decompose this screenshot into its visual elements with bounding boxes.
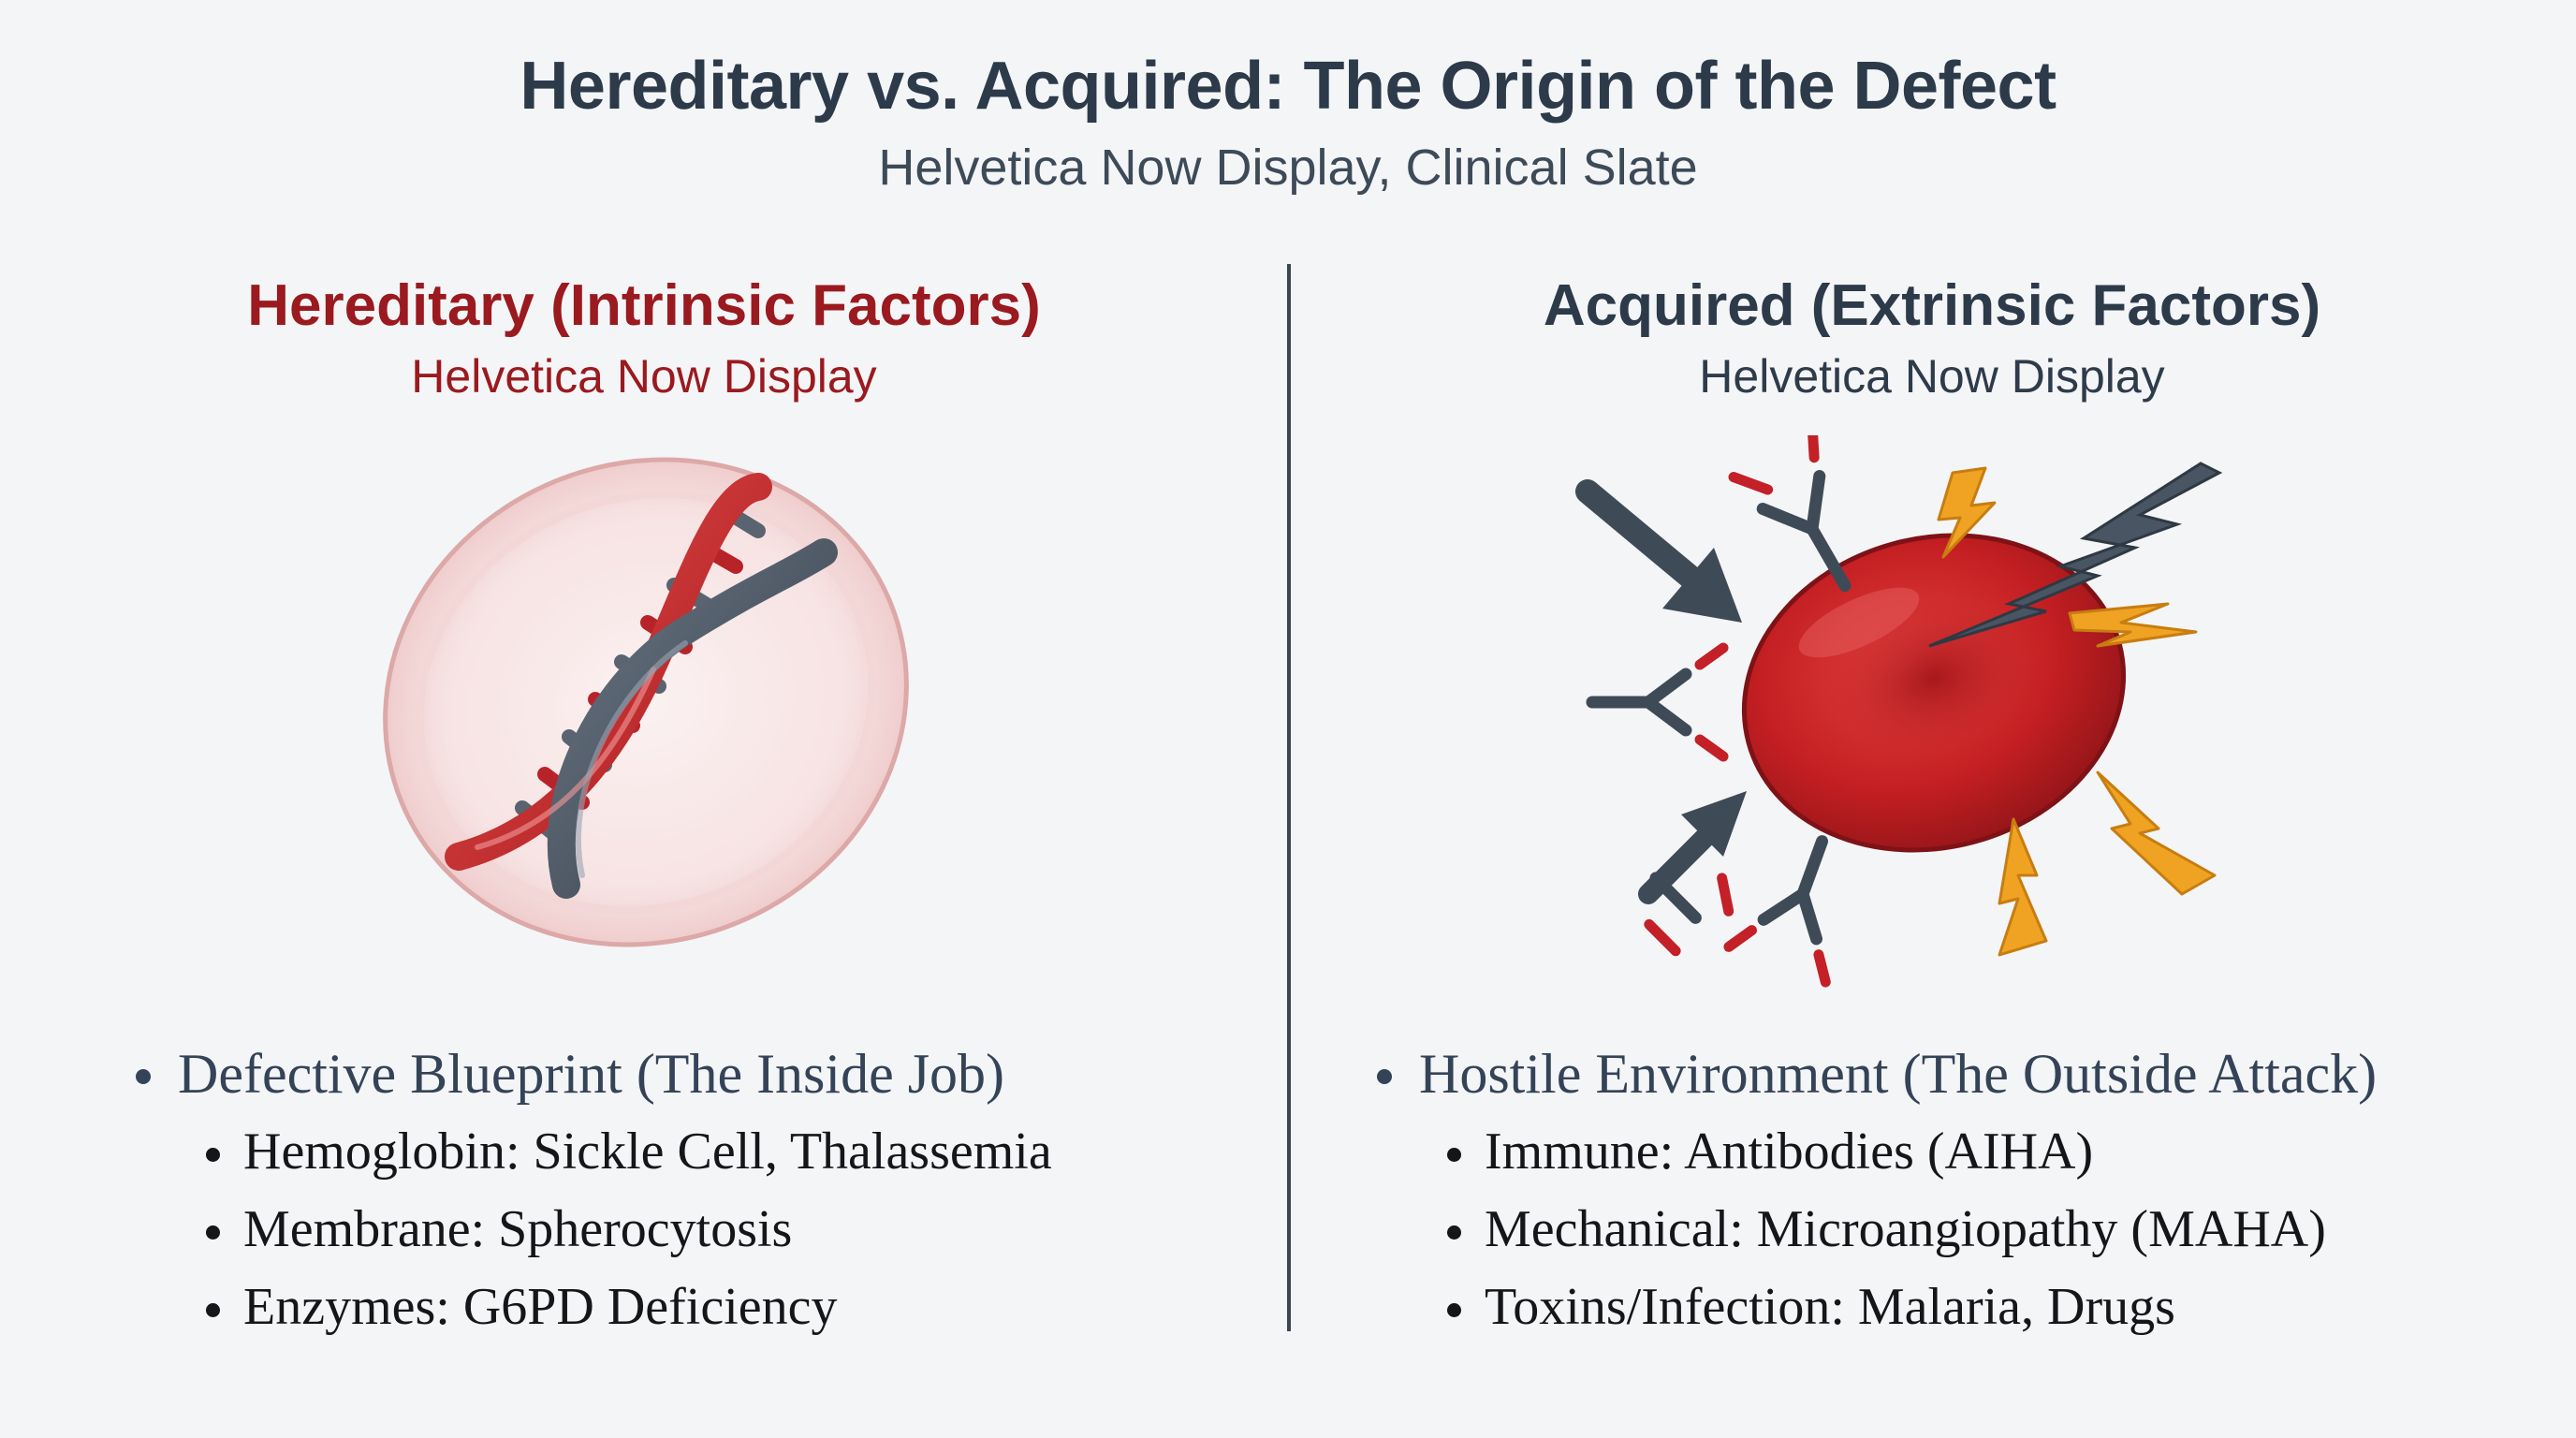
lightning-bolt-icon bbox=[2068, 602, 2198, 648]
toxin-lightning-icon bbox=[1928, 462, 2223, 648]
antibody-icon bbox=[1723, 835, 1831, 988]
acquired-subtitle: Helvetica Now Display bbox=[1699, 350, 2165, 403]
mechanical-arrow-icon bbox=[1575, 479, 1742, 623]
acquired-title: Acquired (Extrinsic Factors) bbox=[1543, 273, 2321, 338]
lightning-bolt-icon bbox=[1937, 466, 1997, 559]
hereditary-bullet-membrane: Membrane: Spherocytosis bbox=[136, 1191, 1052, 1269]
hereditary-bullet-main: Defective Blueprint (The Inside Job) bbox=[136, 1034, 1052, 1113]
page-title: Hereditary vs. Acquired: The Origin of t… bbox=[520, 49, 2056, 124]
lightning-bolt-icon bbox=[1998, 817, 2048, 957]
antibody-icon bbox=[1728, 435, 1852, 593]
acquired-bullet-mechanical: Mechanical: Microangiopathy (MAHA) bbox=[1377, 1191, 2377, 1269]
acquired-bullet-toxins: Toxins/Infection: Malaria, Drugs bbox=[1377, 1269, 2377, 1346]
hereditary-title: Hereditary (Intrinsic Factors) bbox=[247, 273, 1041, 338]
acquired-bullet-main: Hostile Environment (The Outside Attack) bbox=[1377, 1034, 2377, 1113]
antibody-icon bbox=[1586, 642, 1729, 762]
hereditary-bullets: Defective Blueprint (The Inside Job) Hem… bbox=[136, 1034, 1052, 1346]
hereditary-bullet-enzymes: Enzymes: G6PD Deficiency bbox=[136, 1269, 1052, 1346]
acquired-heading: Acquired (Extrinsic Factors) Helvetica N… bbox=[1288, 267, 2576, 407]
hereditary-column: Hereditary (Intrinsic Factors) Helvetica… bbox=[0, 267, 1288, 1336]
dna-in-cell-icon bbox=[383, 457, 909, 947]
hereditary-subtitle: Helvetica Now Display bbox=[411, 350, 877, 403]
acquired-bullet-immune: Immune: Antibodies (AIHA) bbox=[1377, 1113, 2377, 1191]
column-divider bbox=[1287, 264, 1291, 1331]
acquired-bullets: Hostile Environment (The Outside Attack)… bbox=[1377, 1034, 2377, 1346]
lightning-bolt-icon bbox=[2096, 770, 2217, 896]
header: Hereditary vs. Acquired: The Origin of t… bbox=[0, 37, 2576, 199]
hereditary-heading: Hereditary (Intrinsic Factors) Helvetica… bbox=[0, 267, 1288, 407]
acquired-column: Acquired (Extrinsic Factors) Helvetica N… bbox=[1288, 267, 2576, 1336]
page-subtitle: Helvetica Now Display, Clinical Slate bbox=[878, 139, 1698, 196]
antibody-icon bbox=[1644, 872, 1734, 957]
red-blood-cell-under-attack-icon bbox=[1575, 435, 2223, 988]
hereditary-bullet-hemoglobin: Hemoglobin: Sickle Cell, Thalassemia bbox=[136, 1113, 1052, 1191]
